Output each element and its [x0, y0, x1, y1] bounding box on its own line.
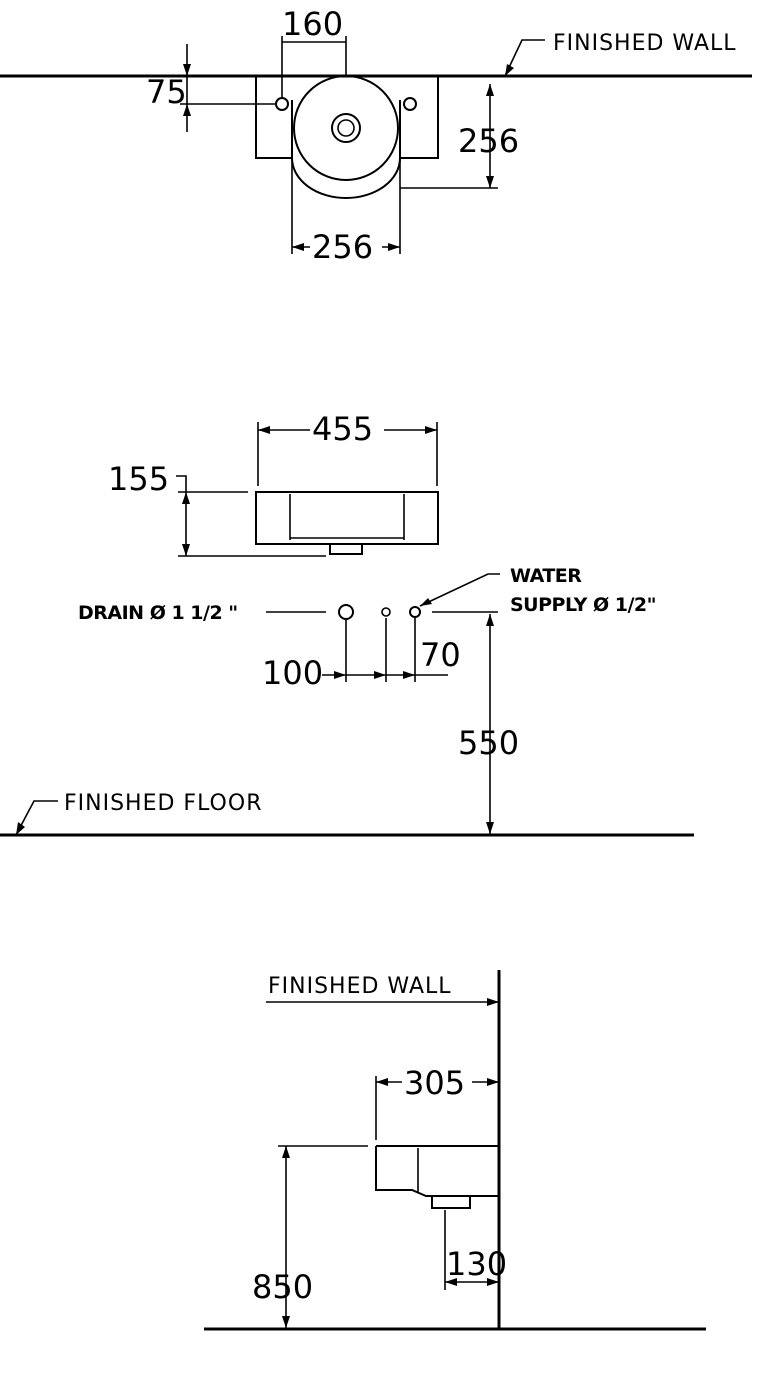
dim-850-arrow-top — [282, 1146, 290, 1158]
dim-100-arrow-mid — [374, 671, 386, 679]
basin-bowl-front — [291, 100, 401, 199]
drain-label: DRAIN Ø 1 1/2 " — [78, 602, 238, 624]
basin-back-right — [400, 76, 439, 159]
side-waste-outlet — [431, 1196, 471, 1209]
dim-256-width-mask — [310, 230, 382, 262]
dim-305-mask — [402, 1066, 472, 1098]
drain-inner-circle — [337, 119, 355, 137]
dim-70-arrow — [403, 671, 415, 679]
dim-100: 100 — [262, 654, 323, 692]
drain-pipe-circle — [338, 604, 354, 620]
dim-70: 70 — [420, 636, 461, 674]
front-view: 455 155 DRAIN Ø 1 1/2 " WATER SUPPLY Ø 1… — [0, 410, 694, 837]
dim-75: 75 — [146, 73, 187, 111]
dim-130: 130 — [446, 1245, 507, 1283]
dim-550-arrow-top — [486, 614, 494, 626]
dim-455-mask — [310, 412, 384, 444]
fixing-hole-right — [403, 97, 417, 111]
dim-256-depth: 256 — [458, 122, 519, 160]
wall-label-leader — [504, 39, 545, 77]
wall-leader-arrow — [505, 64, 514, 76]
supply-leader-arrow — [420, 598, 432, 606]
side-view: FINISHED WALL 305 130 850 — [204, 970, 706, 1331]
fixing-hole-left — [275, 97, 289, 111]
top-view: FINISHED WALL 160 75 256 — [0, 5, 752, 266]
side-wall-arrow — [487, 998, 499, 1006]
dim-850: 850 — [252, 1268, 313, 1306]
supply-pipe-circle — [409, 606, 421, 618]
dim-155-arrow-top — [182, 492, 190, 504]
dim-256-depth-arrow-top — [486, 84, 494, 96]
front-waste-outlet — [329, 543, 363, 555]
supply-label-line1: WATER — [510, 565, 582, 587]
dim-305-arrow-left — [376, 1078, 388, 1086]
drain-outer-circle — [331, 113, 361, 143]
dim-455-arrow-right — [425, 426, 437, 434]
top-wall-label: FINISHED WALL — [553, 31, 737, 56]
dim-305: 305 — [404, 1064, 465, 1102]
basin-front-body — [255, 491, 439, 545]
dim-455: 455 — [312, 410, 373, 448]
dim-155-arrow-bottom — [182, 544, 190, 556]
dim-130-arrow-right — [487, 1278, 499, 1286]
dim-160: 160 — [282, 5, 343, 43]
dim-850-arrow-bottom — [282, 1316, 290, 1328]
supply-label-line2: SUPPLY Ø 1/2" — [510, 594, 656, 616]
dim-455-arrow-left — [258, 426, 270, 434]
dim-305-arrow-right — [487, 1078, 499, 1086]
dim-256-depth-arrow-bottom — [486, 176, 494, 188]
dim-100-arrow-left — [334, 671, 346, 679]
dim-75-arrow-top — [183, 64, 191, 76]
supply-pipe-circle-center — [381, 607, 391, 617]
bowl-inner-circle — [293, 75, 399, 181]
basin-back-left — [255, 76, 292, 159]
floor-label-leader — [15, 800, 58, 836]
dim-550: 550 — [458, 724, 519, 762]
supply-leader — [419, 573, 500, 607]
dim-130-arrow-left — [445, 1278, 457, 1286]
basin-side-profile — [375, 1146, 499, 1197]
floor-leader-arrow — [16, 822, 25, 835]
dim-256-width-arrow-right — [388, 243, 400, 251]
dim-256-width: 256 — [312, 228, 373, 266]
dim-75-arrow-bottom — [183, 104, 191, 116]
dim-155-line — [176, 475, 187, 556]
dim-256-width-arrow-left — [292, 243, 304, 251]
side-wall-label: FINISHED WALL — [268, 974, 452, 999]
dim-155: 155 — [108, 460, 169, 498]
dim-550-arrow-bottom — [486, 822, 494, 834]
floor-label: FINISHED FLOOR — [64, 791, 262, 816]
